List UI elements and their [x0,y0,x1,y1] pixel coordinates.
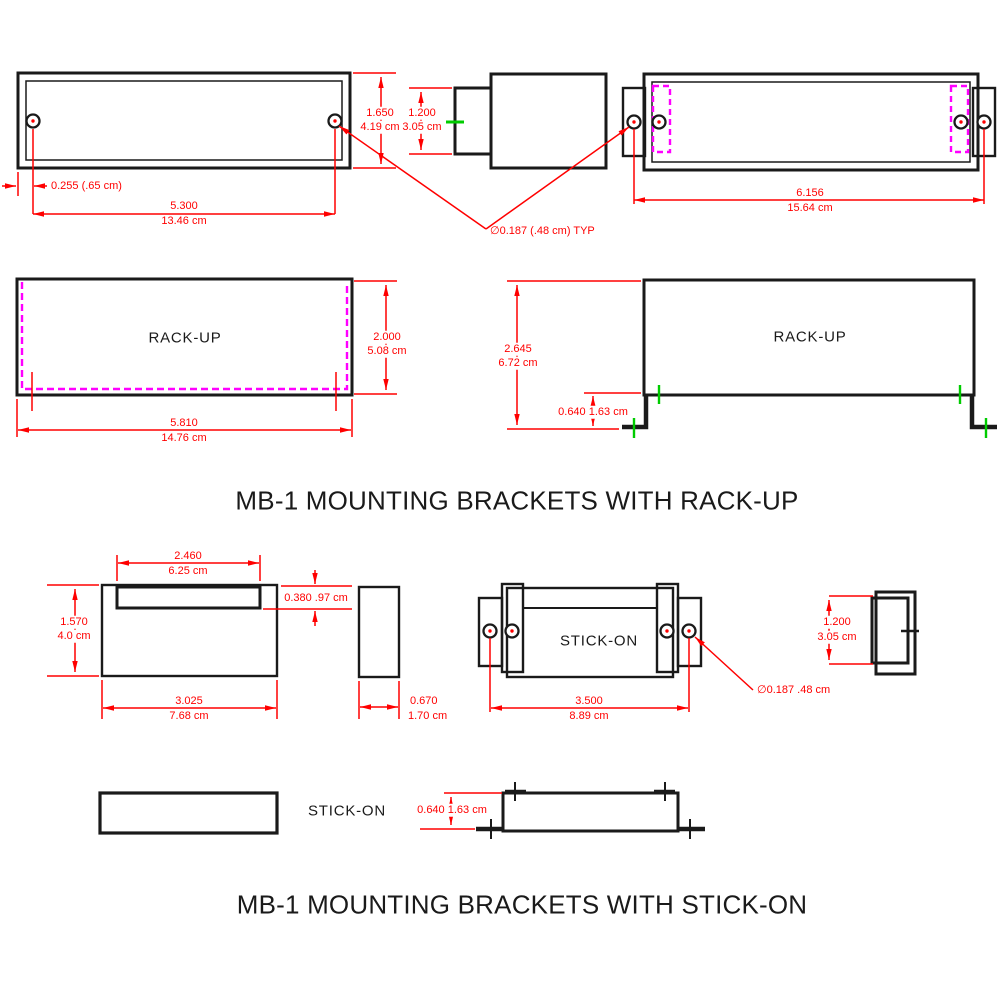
dims-stickon-assembly [489,636,754,712]
mounting-hole [327,113,343,129]
dim-stickon-side-height-cm: 3.05 cm [815,630,859,644]
dim-side-depth-in: 1.200 [406,106,438,120]
dim-rackup-side-height-cm: 6.72 cm [496,356,540,370]
stick-on-bracket-side-view [357,585,401,679]
rack-up-panel-side-view [622,278,997,438]
rack-up-bracket-front-view [16,71,352,170]
rack-up-assembly-front-view [621,72,997,172]
mounting-hole [25,113,41,129]
dim-stickon-foot: 0.640 1.63 cm [415,803,489,817]
dim-slot-width-in: 2.460 [174,549,202,562]
stick-on-bracket-front-view [100,583,279,678]
dim-stickon-hole-dia: ∅0.187 .48 cm [757,683,831,696]
dim-ear-spacing-cm: 15.64 cm [787,201,833,214]
stick-on-assembly-side-view [870,590,919,676]
mounting-hole [953,114,969,130]
dim-slot-width-cm: 6.25 cm [168,564,208,577]
dim-rackup-height-in: 2.000 [371,330,403,344]
label-rack-up-side: RACK-UP [773,328,847,346]
dims-stickon-bracket-side [358,681,400,719]
dim-rackup-foot: 0.640 1.63 cm [556,405,630,419]
dim-side-width-in: 0.670 [410,694,438,707]
dim-side-width-cm: 1.70 cm [408,709,448,722]
label-stick-on-flat: STICK-ON [307,802,387,820]
dim-stickon-hole-spacing-cm: 8.89 cm [569,709,609,722]
dim-hole-spacing-cm: 13.46 cm [161,214,207,227]
dim-piece-height-in: 1.570 [58,615,90,629]
stick-on-bracket-flat-view [98,791,279,835]
dims-stickon-bracket [47,555,352,719]
center-ticks [490,782,691,839]
dims-bracket-front [2,72,396,217]
hole-dia-leader [694,636,754,691]
stick-on-assembly-bottom-view [476,782,705,839]
mounting-hole [626,114,642,130]
dim-stickon-hole-spacing-in: 3.500 [575,694,603,707]
bracket-foot [969,395,997,430]
mounting-hole [976,114,992,130]
hole-dia-leader [338,125,487,230]
dim-rackup-height-cm: 5.08 cm [365,344,409,358]
dim-hole-offset: 0.255 (.65 cm) [51,179,122,192]
bracket-highlight-outline [20,282,349,391]
dim-rackup-width-in: 5.810 [170,416,198,429]
mounting-hole [651,114,667,130]
bracket-foot [622,395,649,430]
rack-up-bracket-end-view [446,72,608,170]
dim-side-depth-cm: 3.05 cm [400,120,444,134]
title-stick-on: MB-1 MOUNTING BRACKETS WITH STICK-ON [236,889,808,920]
dim-hole-spacing-in: 5.300 [170,199,198,212]
dim-slot-depth: 0.380 .97 cm [284,591,348,604]
dim-panel-height-in: 1.650 [364,106,396,120]
rack-up-panel-front-view [15,277,354,397]
dims-assembly-front [338,125,985,230]
dim-piece-height-cm: 4.0 cm [55,629,93,643]
dim-piece-width-cm: 7.68 cm [169,709,209,722]
label-rack-up-front: RACK-UP [148,329,222,347]
stick-on-assembly-front-view [477,582,703,679]
mounting-hole [681,623,697,639]
mounting-hole [504,623,520,639]
label-stick-on-front: STICK-ON [559,632,639,650]
dims-panel-front [16,280,397,437]
title-rack-up: MB-1 MOUNTING BRACKETS WITH RACK-UP [235,485,799,516]
dim-stickon-side-height-in: 1.200 [821,615,853,629]
datum-marks [632,385,988,438]
dims-stickon-assembly-side [826,595,873,665]
dim-piece-width-in: 3.025 [175,694,203,707]
dim-rackup-side-height-in: 2.645 [502,342,534,356]
hole-dia-leader [485,126,630,230]
mounting-hole [482,623,498,639]
dim-ear-spacing-in: 6.156 [796,186,824,199]
dim-hole-dia-typ: ∅0.187 (.48 cm) TYP [490,224,595,237]
mounting-hole [659,623,675,639]
dim-rackup-width-cm: 14.76 cm [161,431,207,444]
dim-panel-height-cm: 4.19 cm [358,120,402,134]
